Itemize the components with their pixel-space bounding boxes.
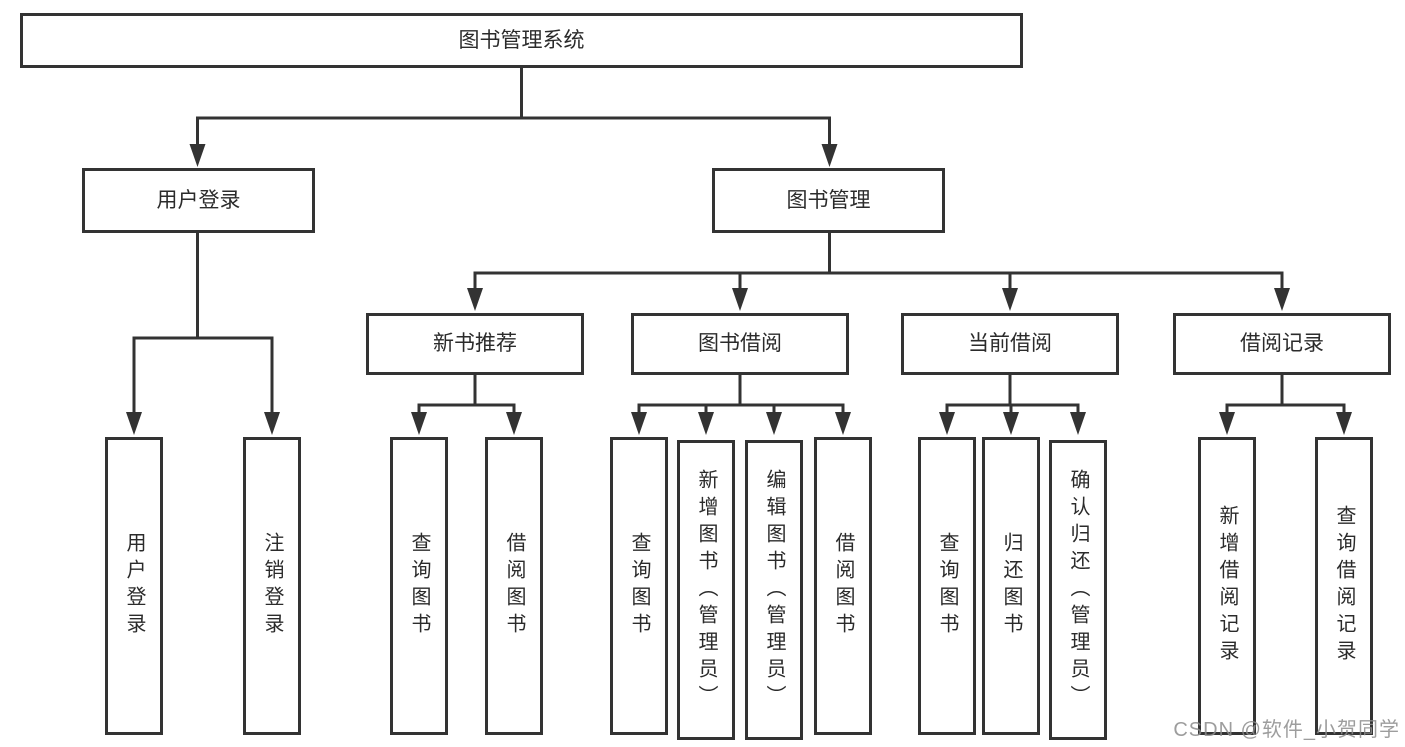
node-current-borrow-label: 当前借阅 [968, 332, 1052, 356]
arrowhead-leaf-query-book-3 [939, 412, 955, 435]
node-new-book-rec: 新书推荐 [366, 313, 584, 375]
arrowhead-book-borrow [732, 288, 748, 311]
node-book-mgmt-label: 图书管理 [786, 188, 871, 212]
node-leaf-logout-label: 注销登录 [261, 532, 283, 640]
arrowhead-leaf-edit-book [766, 412, 782, 435]
node-leaf-add-book: 新增图书（管理员） [677, 440, 735, 740]
arrowhead-leaf-borrow-book-1 [506, 412, 522, 435]
node-leaf-return-book-label: 归还图书 [1000, 532, 1022, 640]
arrowhead-leaf-login [126, 412, 142, 435]
node-leaf-query-book-2-label: 查询图书 [628, 532, 650, 640]
node-book-borrow: 图书借阅 [631, 313, 849, 375]
node-leaf-query-record: 查询借阅记录 [1315, 437, 1373, 735]
node-book-borrow-label: 图书借阅 [698, 332, 782, 356]
arrowhead-leaf-logout [264, 412, 280, 435]
node-root: 图书管理系统 [20, 13, 1023, 68]
connector-new-book-rec-children [417, 373, 516, 413]
arrowhead-leaf-add-record [1219, 412, 1235, 435]
node-borrow-records: 借阅记录 [1173, 313, 1391, 375]
node-leaf-edit-book: 编辑图书（管理员） [745, 440, 803, 740]
node-root-label: 图书管理系统 [458, 28, 585, 52]
node-leaf-user-login-label: 用户登录 [123, 532, 145, 640]
arrowhead-leaf-query-book-2 [631, 412, 647, 435]
connector-borrow-records-children [1225, 373, 1346, 413]
node-leaf-query-book-1-label: 查询图书 [408, 532, 430, 640]
node-leaf-query-book-3: 查询图书 [918, 437, 976, 735]
node-new-book-rec-label: 新书推荐 [433, 332, 517, 356]
arrowhead-leaf-return-book [1003, 412, 1019, 435]
connector-book-mgmt-children [473, 231, 1284, 289]
arrowhead-user-login [189, 144, 206, 167]
node-leaf-confirm-return: 确认归还（管理员） [1049, 440, 1107, 740]
arrowhead-leaf-query-record [1336, 412, 1352, 435]
connector-user-login-children [132, 231, 274, 413]
node-leaf-logout: 注销登录 [243, 437, 301, 735]
connector-root-to-level2 [196, 66, 831, 145]
node-leaf-add-record-label: 新增借阅记录 [1216, 505, 1238, 667]
node-leaf-query-book-2: 查询图书 [610, 437, 668, 735]
node-borrow-records-label: 借阅记录 [1240, 332, 1324, 356]
arrowhead-leaf-confirm-return [1070, 412, 1086, 435]
node-user-login: 用户登录 [82, 168, 315, 233]
node-current-borrow: 当前借阅 [901, 313, 1119, 375]
node-leaf-query-book-3-label: 查询图书 [936, 532, 958, 640]
arrowhead-leaf-borrow-book-2 [835, 412, 851, 435]
connector-book-borrow-children [637, 373, 845, 413]
node-leaf-borrow-book-2: 借阅图书 [814, 437, 872, 735]
arrowhead-current-borrow [1002, 288, 1018, 311]
arrowhead-leaf-add-book [698, 412, 714, 435]
node-leaf-borrow-book-1: 借阅图书 [485, 437, 543, 735]
node-leaf-borrow-book-1-label: 借阅图书 [503, 532, 525, 640]
arrowhead-book-mgmt [821, 144, 838, 167]
node-leaf-user-login: 用户登录 [105, 437, 163, 735]
arrowhead-leaf-query-book-1 [411, 412, 427, 435]
node-leaf-add-book-label: 新增图书（管理员） [695, 468, 717, 712]
node-leaf-return-book: 归还图书 [982, 437, 1040, 735]
arrowhead-borrow-records [1274, 288, 1290, 311]
arrowhead-new-book-rec [467, 288, 483, 311]
node-leaf-borrow-book-2-label: 借阅图书 [832, 532, 854, 640]
node-book-mgmt: 图书管理 [712, 168, 945, 233]
node-leaf-confirm-return-label: 确认归还（管理员） [1067, 468, 1089, 712]
node-leaf-add-record: 新增借阅记录 [1198, 437, 1256, 735]
csdn-watermark: CSDN @软件_小贺同学 [1173, 719, 1400, 741]
node-user-login-label: 用户登录 [156, 188, 241, 212]
node-leaf-edit-book-label: 编辑图书（管理员） [763, 468, 785, 712]
node-leaf-query-book-1: 查询图书 [390, 437, 448, 735]
connector-current-borrow-children [945, 373, 1080, 413]
node-leaf-query-record-label: 查询借阅记录 [1333, 505, 1355, 667]
